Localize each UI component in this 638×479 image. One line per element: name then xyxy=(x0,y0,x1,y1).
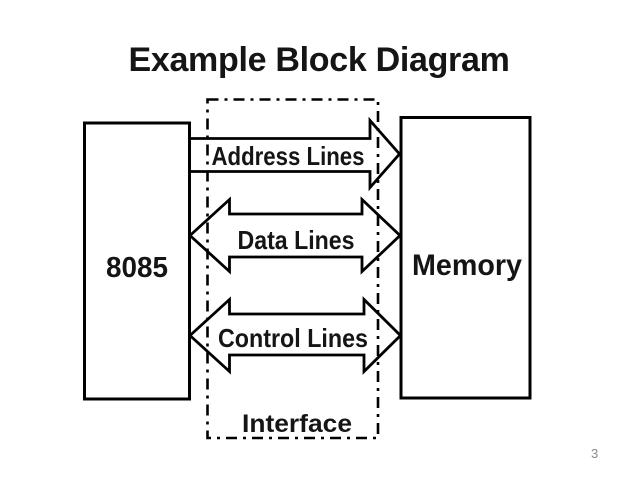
processor-block xyxy=(83,121,191,401)
page-number: 3 xyxy=(591,446,599,461)
control-bus-label: Control Lines xyxy=(218,323,368,353)
address-bus-arrow xyxy=(187,116,402,192)
data-bus-label: Data Lines xyxy=(238,225,355,255)
interface-label: Interface xyxy=(242,410,352,438)
processor-label: 8085 xyxy=(106,252,168,284)
slide-title: Example Block Diagram xyxy=(128,41,510,79)
interface-box xyxy=(206,98,380,440)
address-bus-label: Address Lines xyxy=(212,141,365,171)
memory-block xyxy=(399,116,532,400)
memory-label: Memory xyxy=(412,249,522,282)
